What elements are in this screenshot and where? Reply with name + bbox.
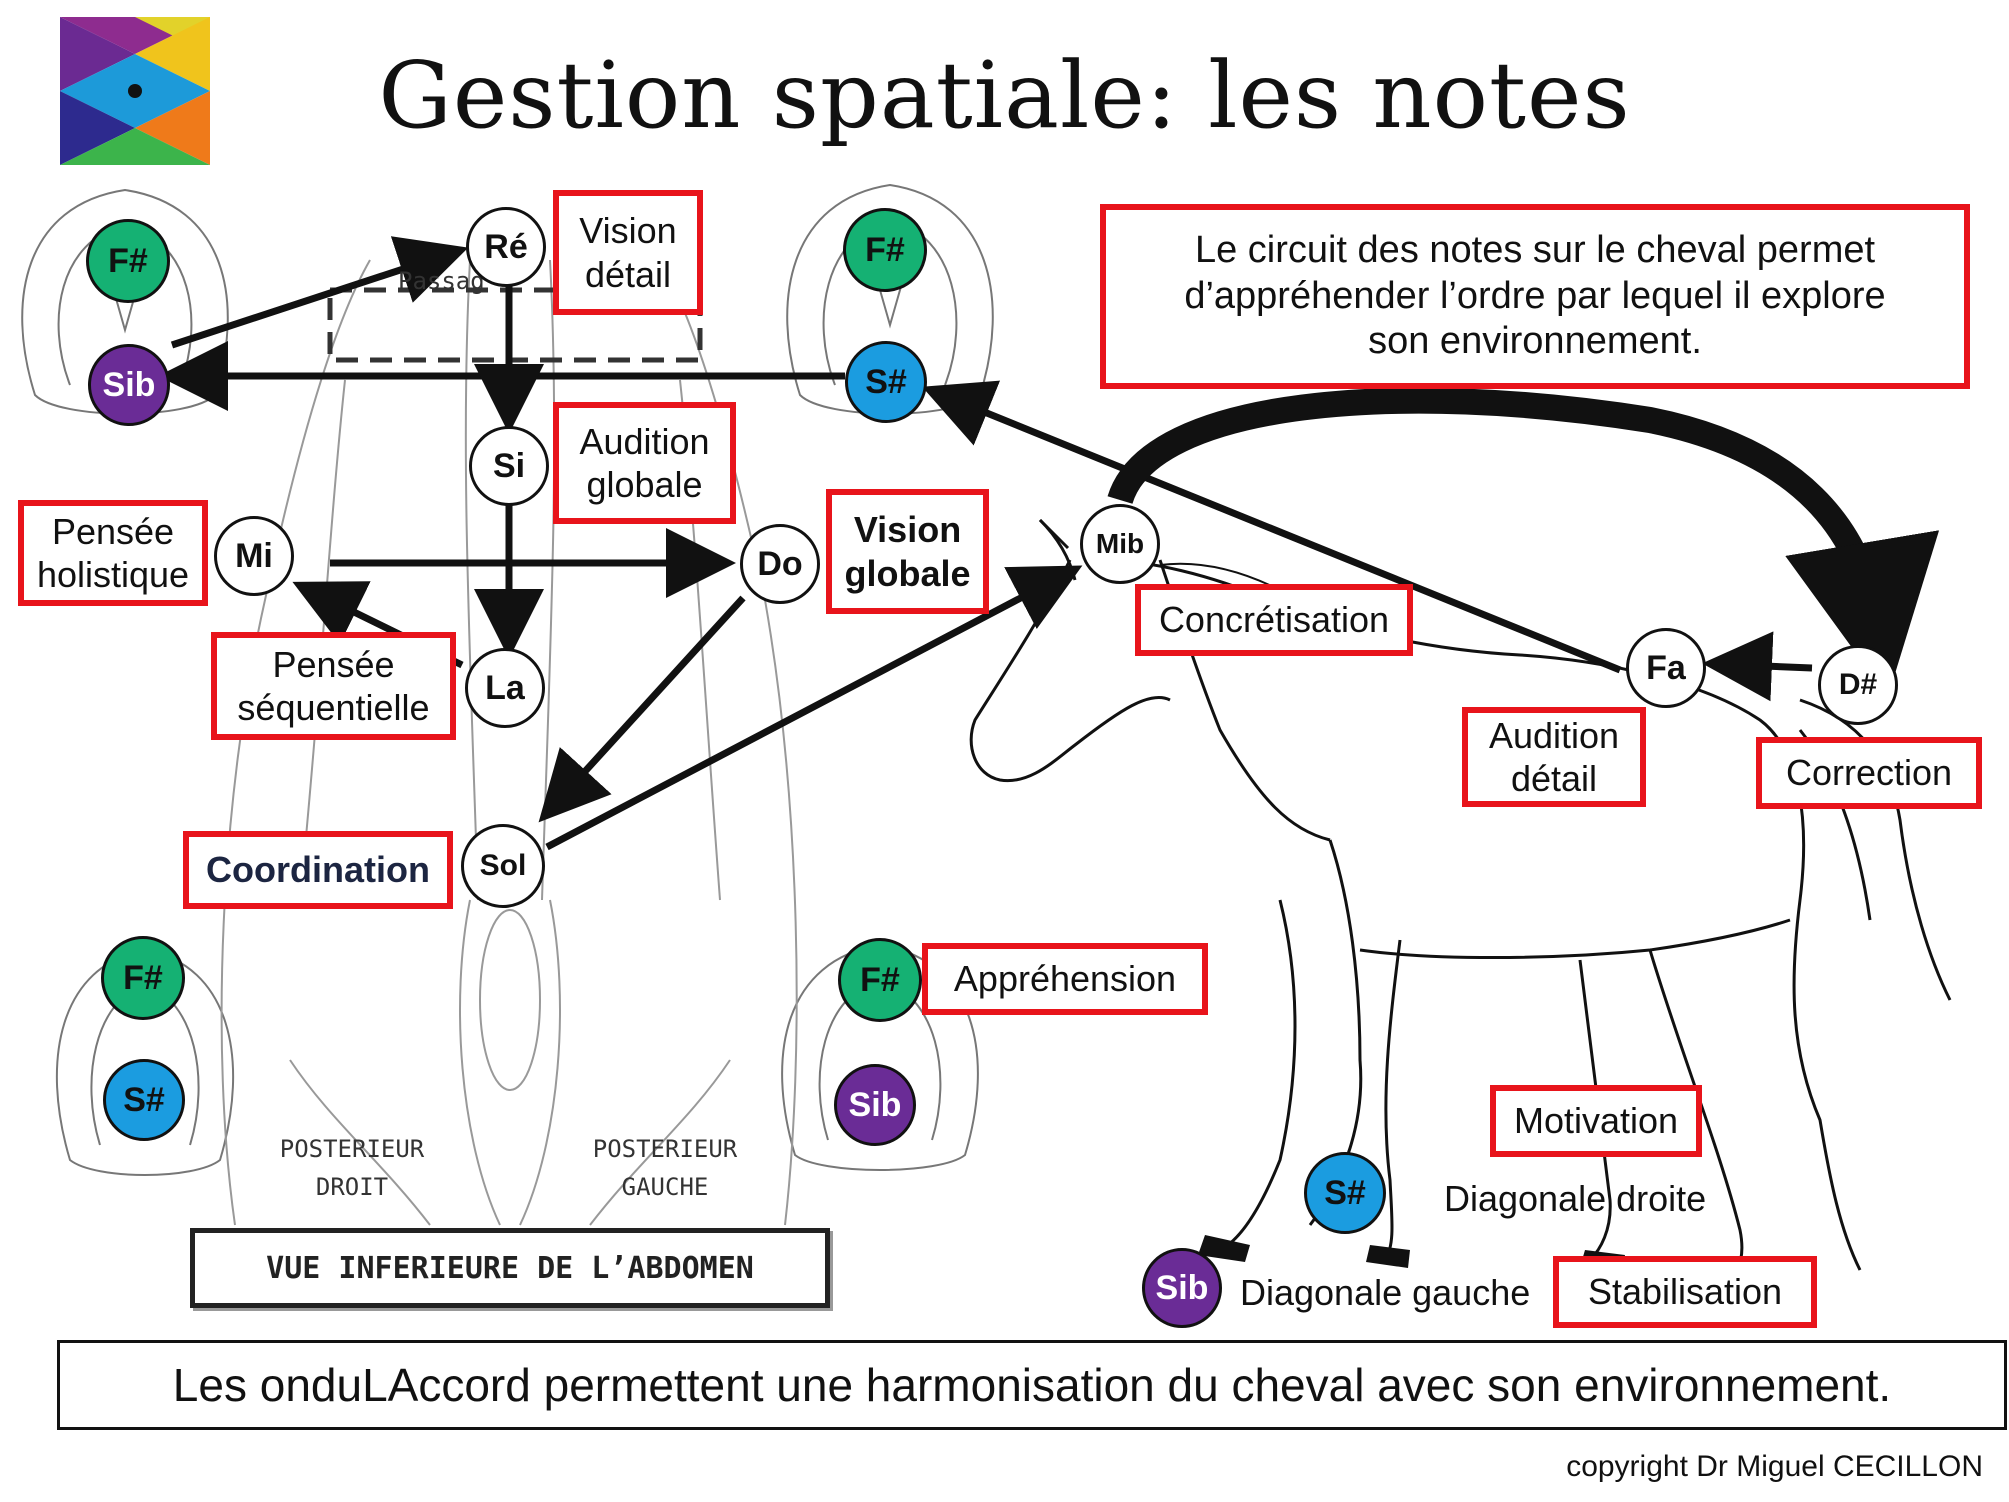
note-leg-sib: Sib <box>1142 1248 1222 1328</box>
note-dsharp: D# <box>1818 645 1898 725</box>
label-diagonale-gauche: Diagonale gauche <box>1240 1272 1531 1313</box>
horse-sketch <box>969 518 1952 1282</box>
note-la: La <box>465 648 545 728</box>
label-concretisation: Concrétisation <box>1135 584 1413 656</box>
posterieur-droit-label: POSTERIEUR DROIT <box>279 1135 425 1202</box>
intro-box: Le circuit des notes sur le cheval perme… <box>1100 204 1970 389</box>
abdomen-caption: VUE INFERIEURE DE L’ABDOMEN <box>190 1228 830 1308</box>
label-audition-globale: Audition globale <box>553 402 736 524</box>
note-hoof-bl-bottom: S# <box>103 1059 185 1141</box>
note-do: Do <box>740 524 820 604</box>
curved-arrow <box>1107 387 1940 697</box>
copyright: copyright Dr Miguel CECILLON <box>1566 1450 1983 1483</box>
note-hoof-tr-top: F# <box>843 208 927 292</box>
note-mib: Mib <box>1080 504 1160 584</box>
label-pensee-sequentielle: Pensée séquentielle <box>211 632 456 740</box>
note-leg-s: S# <box>1304 1152 1386 1234</box>
note-fa: Fa <box>1626 628 1706 708</box>
note-hoof-bl-top: F# <box>101 936 185 1020</box>
note-sol: Sol <box>461 824 545 908</box>
label-stabilisation: Stabilisation <box>1553 1256 1817 1328</box>
label-vision-detail: Vision détail <box>553 190 703 315</box>
note-hoof-tl-bottom: Sib <box>88 344 170 426</box>
label-correction: Correction <box>1756 737 1982 809</box>
posterieur-gauche-label: POSTERIEUR GAUCHE <box>592 1135 738 1202</box>
label-vision-globale: Vision globale <box>826 489 989 614</box>
passage-label: Passag <box>398 267 485 295</box>
label-pensee-holistique: Pensée holistique <box>18 500 208 606</box>
note-hoof-tr-bottom: S# <box>845 341 927 423</box>
logo-icon <box>60 17 210 165</box>
note-re: Ré <box>466 207 546 287</box>
label-coordination: Coordination <box>183 831 453 909</box>
page-title: Gestion spatiale: les notes <box>378 42 1631 149</box>
note-hoof-br-bottom: Sib <box>834 1064 916 1146</box>
note-hoof-br-top: F# <box>838 938 922 1022</box>
note-si: Si <box>469 426 549 506</box>
label-diagonale-droite: Diagonale droite <box>1444 1178 1707 1219</box>
note-hoof-tl-top: F# <box>86 219 170 303</box>
label-audition-detail: Audition détail <box>1462 707 1646 807</box>
label-apprehension: Appréhension <box>922 943 1208 1015</box>
note-mi: Mi <box>214 516 294 596</box>
footer-statement: Les onduLAccord permettent une harmonisa… <box>57 1340 2007 1430</box>
label-motivation: Motivation <box>1490 1085 1702 1157</box>
